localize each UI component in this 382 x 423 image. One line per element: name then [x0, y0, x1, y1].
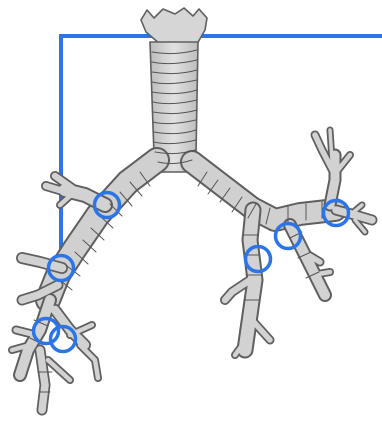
trachea-top: [141, 8, 207, 44]
